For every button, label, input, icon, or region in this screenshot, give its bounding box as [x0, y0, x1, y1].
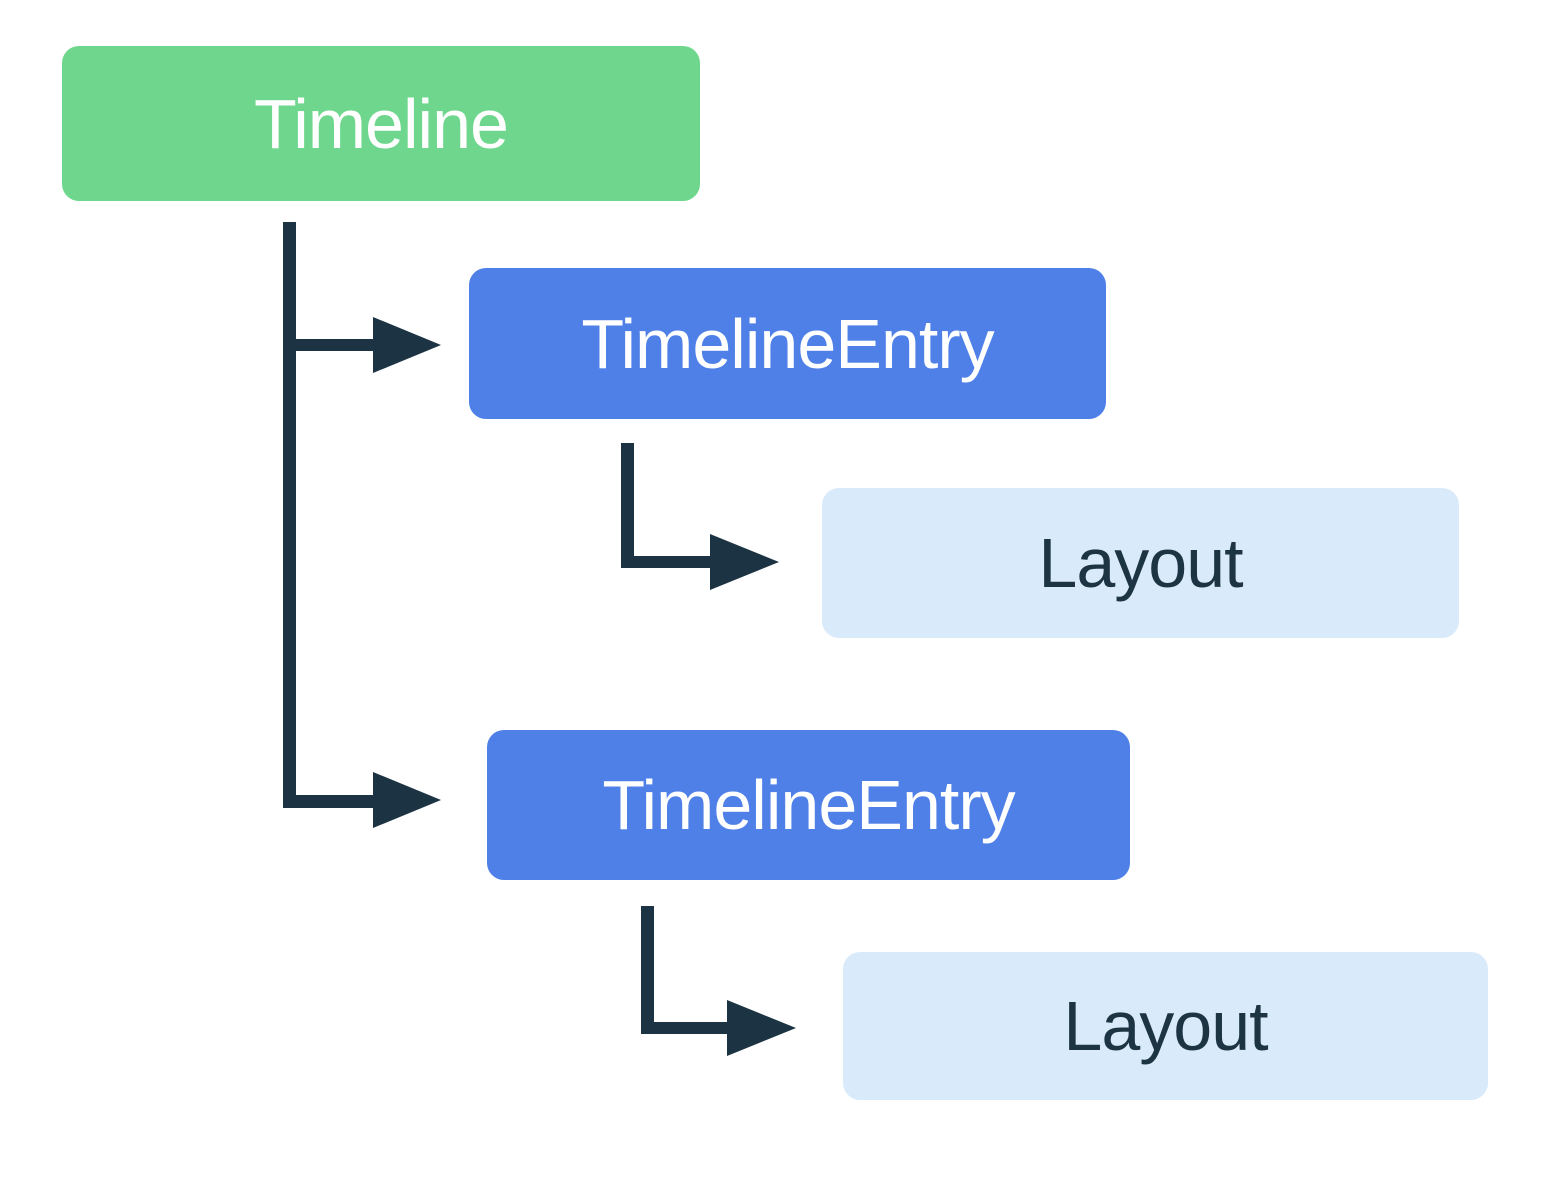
- elbow1-arrowhead-icon: [710, 534, 779, 590]
- node-timeline-entry-2-label: TimelineEntry: [602, 766, 1015, 844]
- elbow1-vertical-line: [621, 443, 634, 568]
- elbow1-horizontal-line: [621, 556, 711, 568]
- node-timeline: Timeline: [62, 46, 700, 201]
- branch2-line: [283, 795, 375, 808]
- branch1-line: [283, 339, 375, 351]
- elbow2-arrowhead-icon: [727, 1000, 796, 1056]
- elbow2-vertical-line: [641, 906, 654, 1034]
- elbow2-horizontal-line: [641, 1022, 729, 1034]
- trunk-line: [283, 222, 296, 808]
- branch1-arrowhead-icon: [373, 317, 441, 373]
- node-timeline-entry-2: TimelineEntry: [487, 730, 1130, 880]
- branch2-arrowhead-icon: [373, 772, 441, 828]
- node-layout-2-label: Layout: [1063, 987, 1268, 1065]
- node-layout-1: Layout: [822, 488, 1459, 638]
- node-timeline-entry-1: TimelineEntry: [469, 268, 1106, 419]
- node-timeline-entry-1-label: TimelineEntry: [581, 304, 994, 383]
- node-layout-2: Layout: [843, 952, 1488, 1100]
- node-layout-1-label: Layout: [1038, 524, 1243, 602]
- node-timeline-label: Timeline: [254, 84, 509, 163]
